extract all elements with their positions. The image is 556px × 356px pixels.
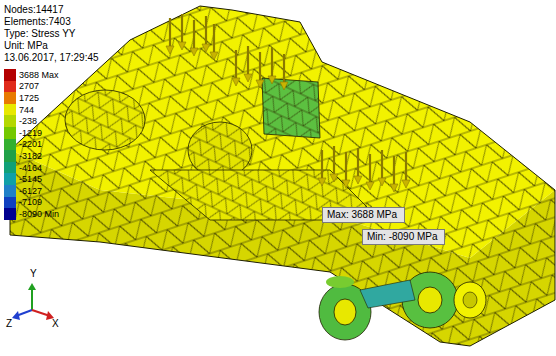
legend-value: 744 (19, 105, 34, 115)
legend-row: -5145 (4, 173, 42, 185)
color-swatch (4, 127, 16, 139)
element-count: Elements:7403 (4, 16, 71, 28)
color-swatch (4, 185, 16, 197)
value-callout: Max: 3688 MPa (322, 207, 405, 223)
legend-value: 1725 (19, 93, 39, 103)
legend-row: 1725 (4, 92, 39, 104)
unit: Unit: MPa (4, 40, 48, 52)
color-swatch (4, 173, 16, 185)
legend-value: -6127 (19, 186, 42, 196)
node-count: Nodes:14417 (4, 4, 64, 16)
axis-label: Z (6, 318, 12, 330)
color-swatch (4, 208, 16, 220)
legend-value: -1219 (19, 128, 42, 138)
color-swatch (4, 150, 16, 162)
legend-value: -2201 (19, 139, 42, 149)
legend-value: -238 (19, 116, 37, 126)
color-swatch (4, 69, 16, 81)
timestamp: 13.06.2017, 17:29:45 (4, 52, 99, 64)
legend-value: -4164 (19, 163, 42, 173)
color-swatch (4, 197, 16, 209)
legend-value: 2707 (19, 81, 39, 91)
legend-value: -5145 (19, 174, 42, 184)
legend-row: -7109 (4, 197, 42, 209)
color-swatch (4, 162, 16, 174)
value-callout: Min: -8090 MPa (362, 229, 445, 245)
legend-value: -7109 (19, 197, 42, 207)
callout-text: Max: 3688 MPa (327, 209, 400, 221)
color-swatch (4, 115, 16, 127)
legend-row: -6127 (4, 185, 42, 197)
callout-text: Min: -8090 MPa (367, 231, 440, 243)
legend-row: 3688 Max (4, 69, 59, 81)
legend-value: 3688 Max (19, 70, 59, 80)
legend-row: -3182 (4, 150, 42, 162)
color-swatch (4, 104, 16, 116)
legend-row: -1219 (4, 127, 42, 139)
legend-row: -238 (4, 115, 37, 127)
axis-label: X (52, 318, 59, 330)
legend-value: -3182 (19, 151, 42, 161)
result-type: Type: Stress YY (4, 28, 76, 40)
color-swatch (4, 81, 16, 93)
color-swatch (4, 139, 16, 151)
legend-row: 744 (4, 104, 34, 116)
legend-value: -8090 Min (19, 209, 59, 219)
legend-row: -2201 (4, 139, 42, 151)
legend-row: -8090 Min (4, 208, 59, 220)
axis-label: Y (30, 268, 37, 280)
legend-row: -4164 (4, 162, 42, 174)
color-swatch (4, 92, 16, 104)
legend-row: 2707 (4, 81, 39, 93)
